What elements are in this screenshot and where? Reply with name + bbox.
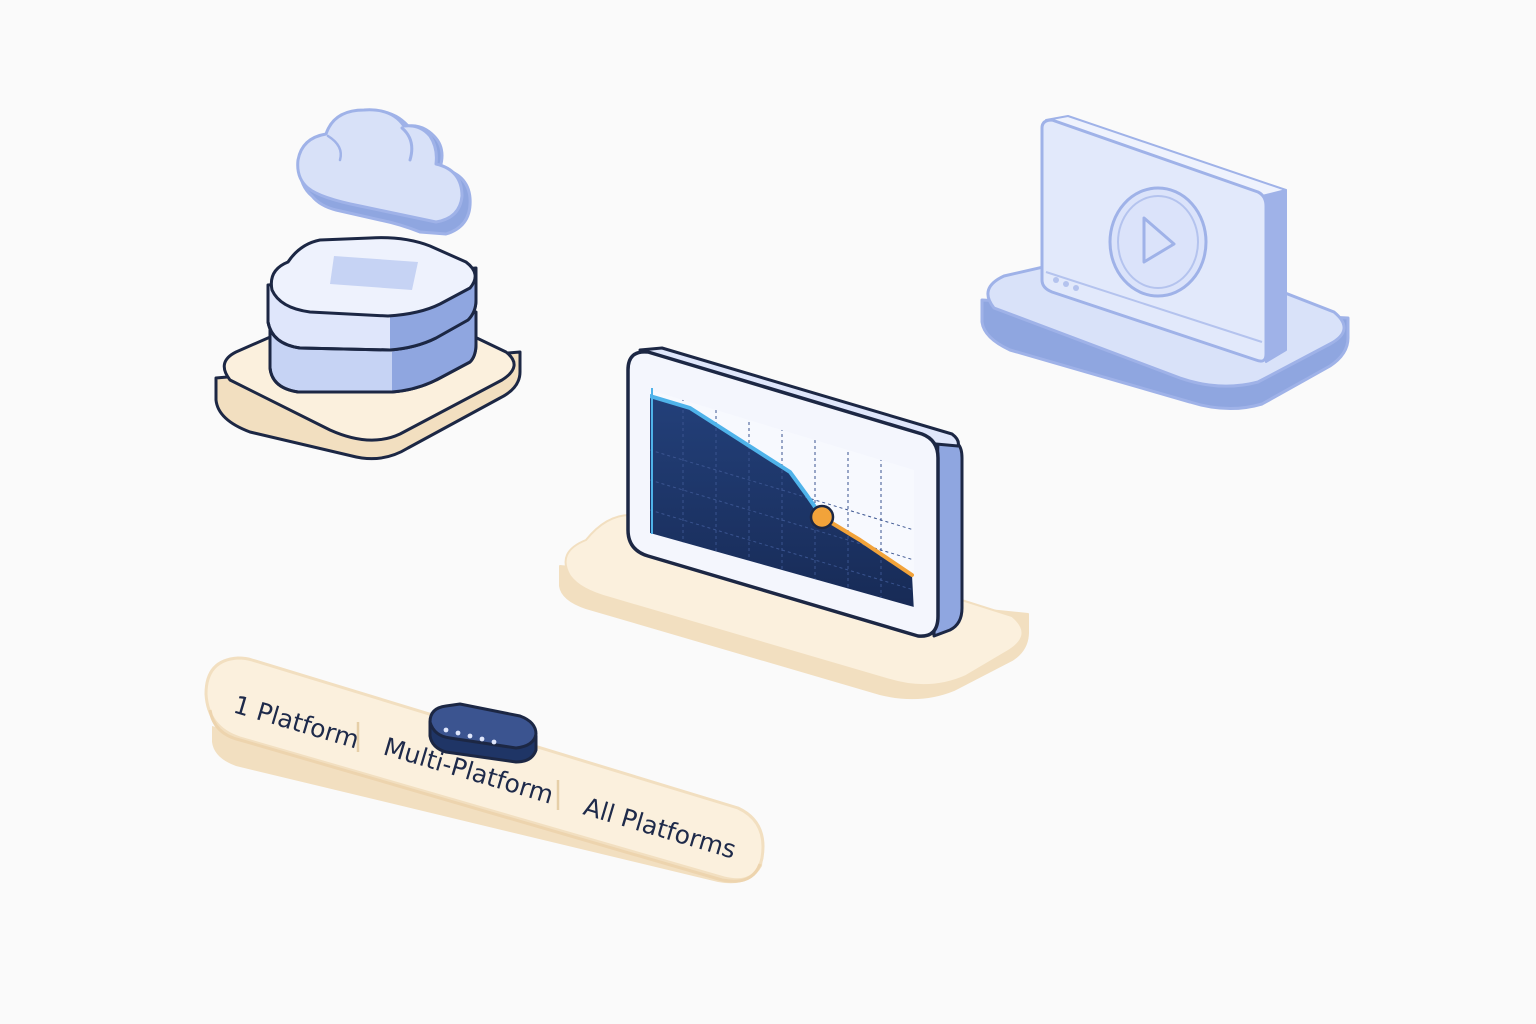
chart-grid-line [650,449,914,531]
chart-line-accent [820,515,914,577]
play-icon[interactable] [1108,186,1208,298]
cloud-storage-group [214,108,522,461]
platform-slider[interactable]: 1 Platform Multi-Platform All Platforms [204,656,765,884]
cloud-icon [296,108,472,236]
chart-marker-point[interactable] [809,504,835,530]
chart-monitor-group [559,346,1029,700]
server-stack-icon [266,236,478,394]
control-dot [1073,285,1079,291]
slider-handle-icon[interactable] [428,702,538,764]
control-dot [1053,277,1059,283]
line-chart-icon [626,346,964,638]
chart-grid-line [650,509,914,591]
chart-line-primary [650,394,824,519]
control-dot [1063,281,1069,287]
video-player-group [980,115,1350,411]
